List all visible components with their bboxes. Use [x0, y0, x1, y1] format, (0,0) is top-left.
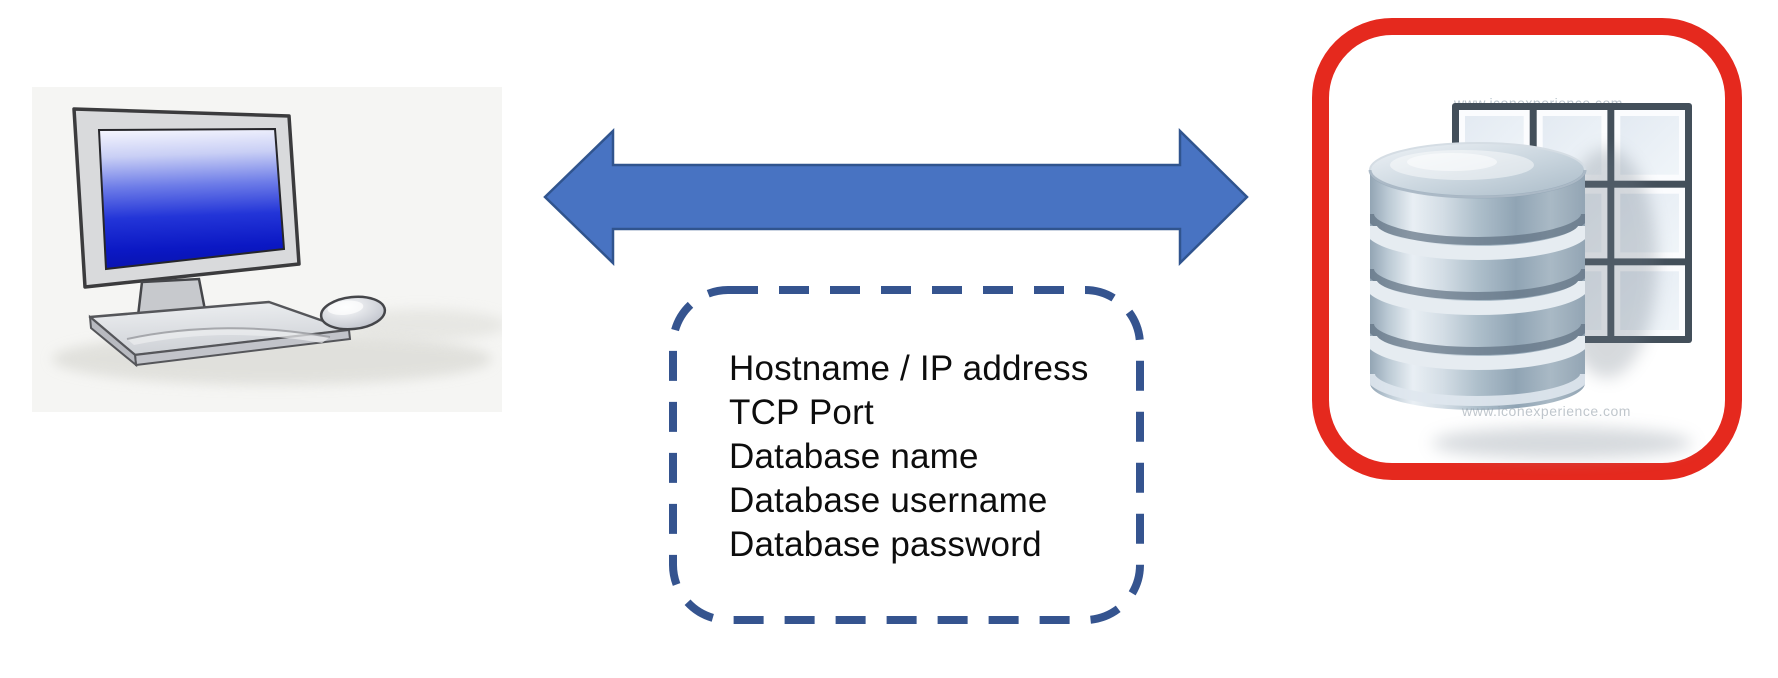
- connection-param-item: Database password: [729, 525, 1042, 564]
- monitor: [72, 107, 301, 289]
- connection-param-item: TCP Port: [729, 393, 874, 432]
- bidirectional-arrow-icon: [543, 128, 1249, 266]
- connection-param-item: Hostname / IP address: [729, 349, 1089, 388]
- database-highlight-border: www.iconexperience.com: [1312, 18, 1742, 480]
- connection-params-box: [669, 286, 1144, 624]
- desktop-computer-icon: [52, 107, 507, 385]
- watermark-text-bottom: www.iconexperience.com: [1461, 403, 1631, 419]
- database-cylinder: [1368, 142, 1587, 410]
- keyboard: [88, 300, 352, 368]
- database-table-icon: www.iconexperience.com: [1368, 95, 1692, 459]
- mouse: [319, 295, 387, 331]
- client-computer-image: [32, 87, 507, 412]
- arrow-shape: [543, 128, 1249, 266]
- dashed-border: [669, 286, 1144, 624]
- connection-param-item: Database name: [729, 437, 979, 476]
- connection-params-list: Hostname / IP address TCP Port Database …: [729, 347, 1089, 567]
- ground-shadow: [1432, 427, 1692, 459]
- monitor-screen: [97, 127, 286, 271]
- connection-param-item: Database username: [729, 481, 1048, 520]
